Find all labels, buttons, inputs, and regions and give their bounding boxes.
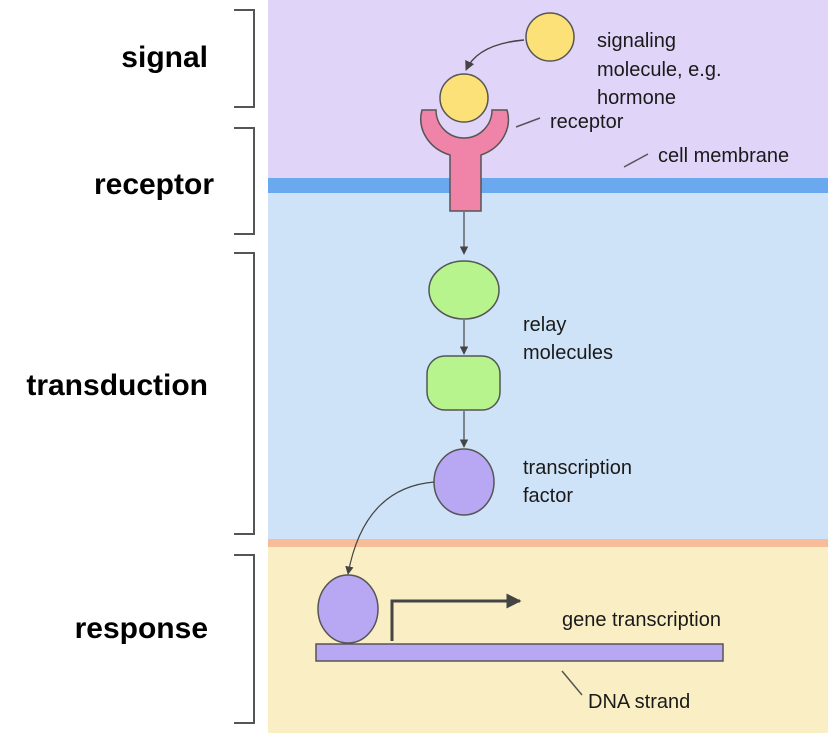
dna-strand-leader-line [561, 670, 583, 696]
transcription-factor [433, 448, 495, 516]
transcription-factor-label-line2: factor [523, 485, 573, 507]
signaling-molecule-label-line1: signaling [597, 30, 676, 52]
stage-label-receptor: receptor [94, 168, 214, 201]
signaling-molecule-label-line2: molecule, e.g. [597, 59, 722, 81]
receptor-bracket [234, 127, 255, 235]
relay-molecules-label-line1: relay [523, 314, 566, 336]
transduction-bracket [234, 252, 255, 535]
transcription-factor-label-line1: transcription [523, 457, 632, 479]
receptor-label: receptor [550, 111, 624, 133]
stage-label-response: response [75, 612, 208, 645]
cell-membrane-label: cell membrane [658, 145, 789, 167]
relay-molecules-label-line2: molecules [523, 342, 613, 364]
binding-arrow [465, 39, 525, 71]
nuclear-membrane [268, 539, 828, 547]
bound-transcription-factor [317, 574, 379, 644]
stage-label-transduction: transduction [26, 369, 208, 402]
cell-membrane-leader-line [623, 153, 649, 168]
relay-molecule-1 [428, 260, 500, 320]
gene-transcription-label: gene transcription [562, 609, 721, 631]
cytoplasm-region [268, 185, 828, 543]
stage-label-signal: signal [121, 41, 208, 74]
relay-molecule-2 [426, 355, 501, 411]
arrow-tf-to-nucleus [345, 481, 435, 575]
response-bracket [234, 554, 255, 724]
signaling-molecule-label-line3: hormone [597, 87, 676, 109]
dna-strand-label: DNA strand [588, 691, 690, 713]
dna-strand [315, 643, 724, 662]
signaling-molecule [525, 12, 575, 62]
bound-signaling-molecule [439, 73, 489, 123]
receptor-leader-line [515, 117, 541, 128]
cell-membrane [268, 178, 828, 193]
transcription-start-arrow [390, 593, 522, 641]
receptor [420, 109, 510, 212]
signal-bracket [234, 9, 255, 108]
